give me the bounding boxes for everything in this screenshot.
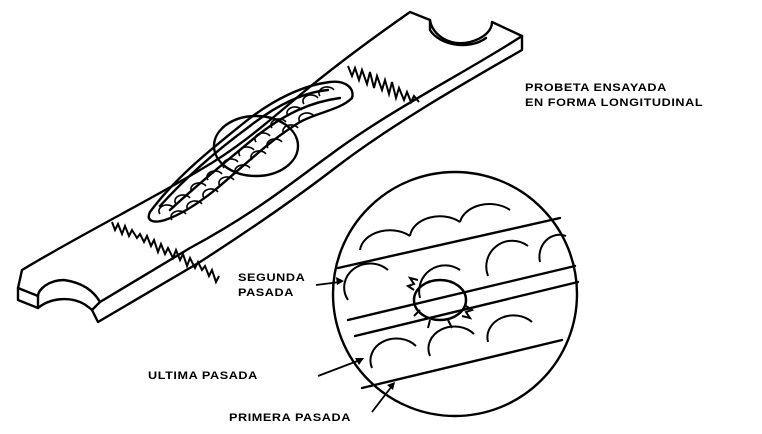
second-pass-label-line2: PASADA (238, 286, 305, 301)
detail-band-4 (362, 340, 562, 388)
second-pass-label-line1: SEGUNDA (238, 271, 305, 286)
leader-first-pass (372, 386, 392, 412)
leader-lines (316, 282, 392, 412)
zoom-source-circle (214, 116, 298, 176)
fracture-marks-right (348, 66, 419, 102)
specimen-bottom-edge (92, 36, 522, 322)
detail-band-1 (338, 218, 560, 268)
notch-left (38, 299, 92, 310)
specimen-label-line1: PROBETA ENSAYADA (525, 81, 703, 96)
leader-last-pass (318, 360, 360, 376)
specimen-label-line2: EN FORMA LONGITUDINAL (525, 96, 703, 111)
fracture-marks (112, 66, 419, 282)
fracture-marks-left (112, 222, 219, 282)
leader-second-pass (316, 282, 340, 285)
first-pass-label: PRIMERA PASADA (229, 411, 351, 426)
specimen-label: PROBETA ENSAYADA EN FORMA LONGITUDINAL (525, 81, 703, 111)
detail-scallops (344, 204, 566, 368)
notch-right (430, 20, 486, 45)
specimen-top-face (18, 12, 522, 302)
last-pass-label: ULTIMA PASADA (148, 369, 258, 384)
second-pass-label: SEGUNDA PASADA (238, 271, 305, 301)
